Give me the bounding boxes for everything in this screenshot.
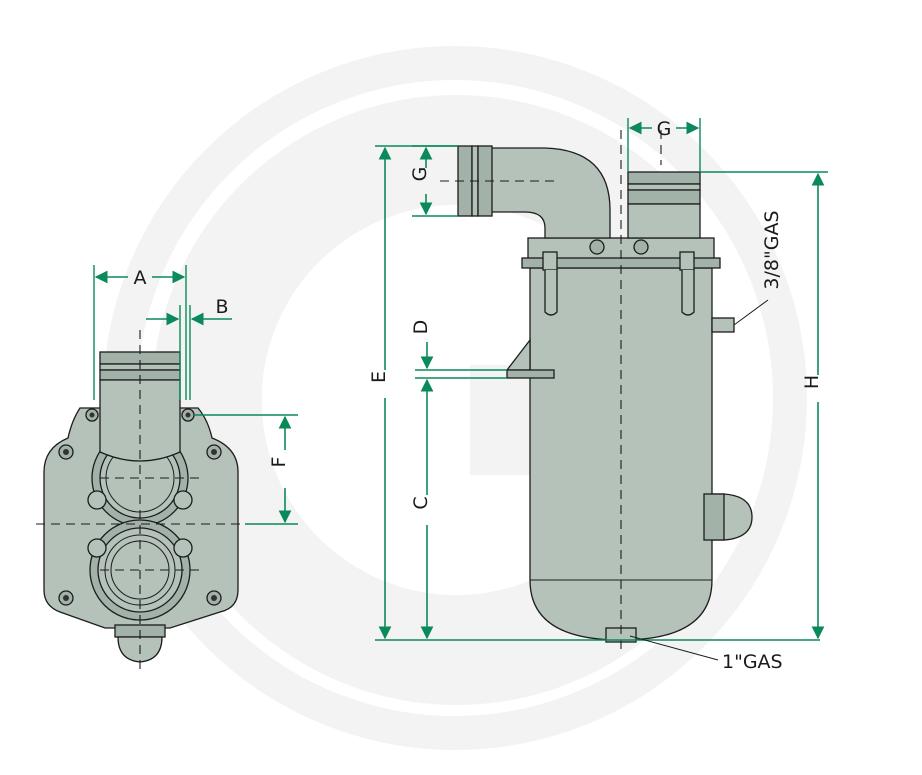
label-a: A <box>134 267 147 289</box>
label-b: B <box>215 296 228 318</box>
dimension-b: B <box>146 296 232 400</box>
top-view <box>36 330 244 675</box>
dimension-d: D <box>410 320 507 379</box>
label-f: F <box>268 457 290 468</box>
dimension-e: E <box>368 145 820 641</box>
callout-gas-large: 1"GAS <box>629 635 783 673</box>
label-g-side: G <box>409 167 431 182</box>
label-g-top: G <box>657 118 672 140</box>
dimension-f: F <box>195 414 298 525</box>
dimension-c: C <box>410 378 434 640</box>
label-e: E <box>368 371 390 383</box>
label-gas-small: 3/8"GAS <box>761 210 783 289</box>
label-d: D <box>410 320 432 335</box>
dimension-h: H <box>700 171 828 640</box>
label-gas-large: 1"GAS <box>722 651 783 673</box>
label-h: H <box>801 375 823 389</box>
label-c: C <box>410 496 432 509</box>
dimension-g-top: G <box>627 118 701 172</box>
dimension-a: A <box>93 265 187 400</box>
bolt-holes <box>58 408 222 606</box>
side-view <box>440 130 753 650</box>
callout-gas-small: 3/8"GAS <box>733 210 783 326</box>
